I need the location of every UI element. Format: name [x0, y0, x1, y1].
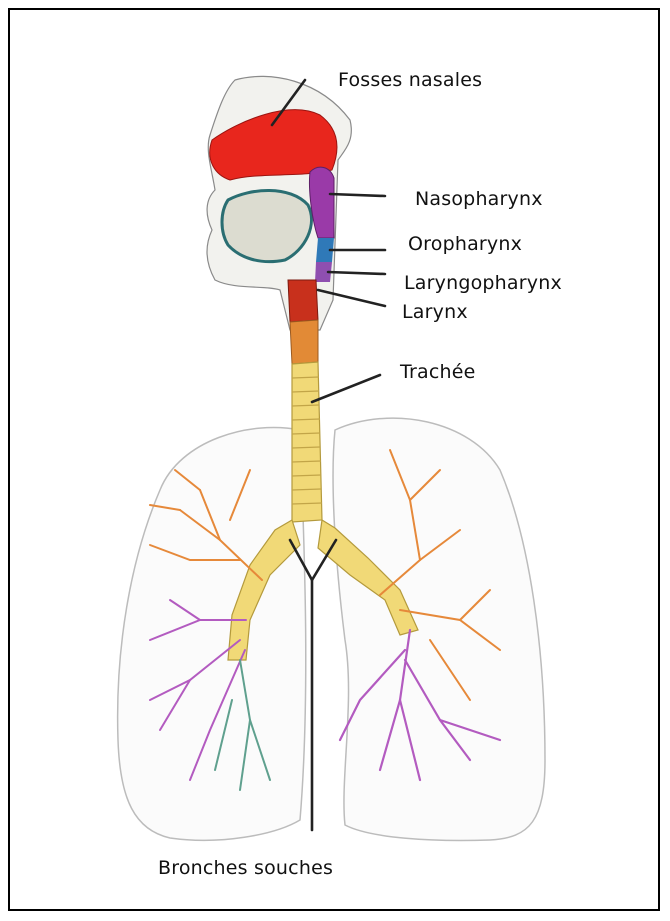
label-larynx: Larynx — [402, 301, 468, 323]
oral-cavity — [222, 190, 311, 261]
larynx-region — [288, 280, 318, 322]
label-fosses-nasales: Fosses nasales — [338, 69, 482, 91]
left-lung-outline — [333, 418, 545, 840]
right-lung-outline — [118, 428, 306, 841]
trachee-leader — [312, 375, 380, 402]
label-trachee: Trachée — [399, 361, 476, 383]
label-oropharynx: Oropharynx — [408, 233, 522, 255]
laryngopharynx-leader — [328, 272, 385, 274]
nasopharynx-leader — [330, 194, 385, 196]
trachea — [292, 362, 322, 522]
label-nasopharynx: Nasopharynx — [415, 188, 543, 210]
label-bronches-souches: Bronches souches — [158, 857, 333, 879]
label-laryngopharynx: Laryngopharynx — [404, 272, 562, 294]
larynx-lower — [290, 320, 318, 364]
